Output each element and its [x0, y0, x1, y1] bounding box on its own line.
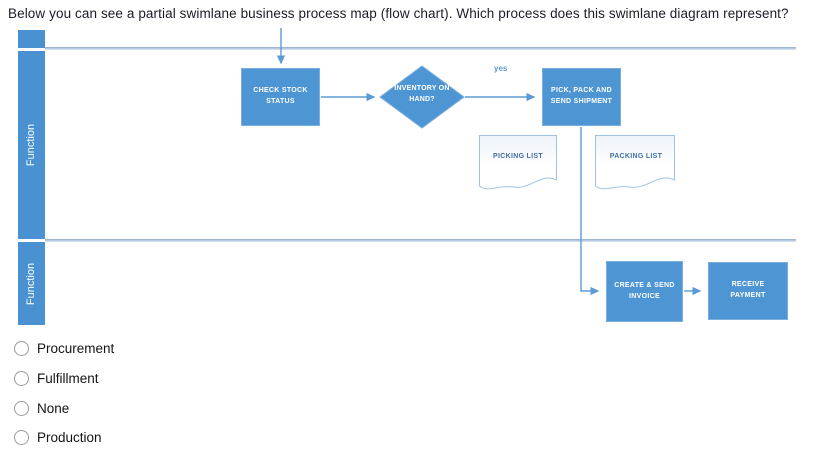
option-fulfillment[interactable]: Fulfillment [14, 370, 99, 386]
lane1-label: Function [25, 123, 38, 167]
swimlane-lane1-bar: Function [18, 51, 45, 239]
option-production-label: Production [37, 429, 102, 445]
picking-list-label: PICKING LIST [493, 153, 543, 160]
radio-none[interactable] [14, 400, 29, 416]
option-none[interactable]: None [14, 400, 69, 416]
connector-pick-pack-to-invoice [580, 127, 600, 296]
option-procurement-label: Procurement [37, 340, 115, 356]
receive-payment-box[interactable]: RECEIVE PAYMENT [708, 262, 788, 320]
radio-procurement[interactable] [14, 340, 29, 356]
check-stock-status-box[interactable]: CHECK STOCK STATUS [241, 68, 320, 126]
packing-list-document-shape[interactable] [595, 135, 675, 190]
option-fulfillment-label: Fulfillment [37, 370, 99, 386]
lane2-label: Function [25, 262, 38, 305]
pick-pack-send-shipment-box[interactable]: PICK, PACK AND SEND SHIPMENT [542, 68, 621, 126]
lane-divider-top [45, 47, 796, 50]
radio-fulfillment[interactable] [14, 370, 29, 386]
flowchart-connectors-layer [276, 28, 702, 296]
decision-diamond-label: INVENTORY ON HAND? [394, 85, 450, 103]
picking-list-document-shape[interactable] [479, 135, 557, 190]
yes-branch-label: yes [494, 64, 508, 73]
option-production[interactable]: Production [14, 429, 102, 445]
option-procurement[interactable]: Procurement [14, 340, 114, 356]
swimlane-lane2-bar: Function [18, 242, 45, 325]
packing-list-label: PACKING LIST [609, 153, 663, 160]
radio-production[interactable] [14, 429, 29, 445]
swimlane-header-bar [18, 30, 45, 48]
option-none-label: None [37, 400, 70, 416]
question-title: Below you can see a partial swimlane bus… [8, 6, 789, 21]
create-send-invoice-box[interactable]: CREATE & SEND INVOICE [606, 261, 683, 322]
lane-divider-middle [45, 239, 796, 242]
